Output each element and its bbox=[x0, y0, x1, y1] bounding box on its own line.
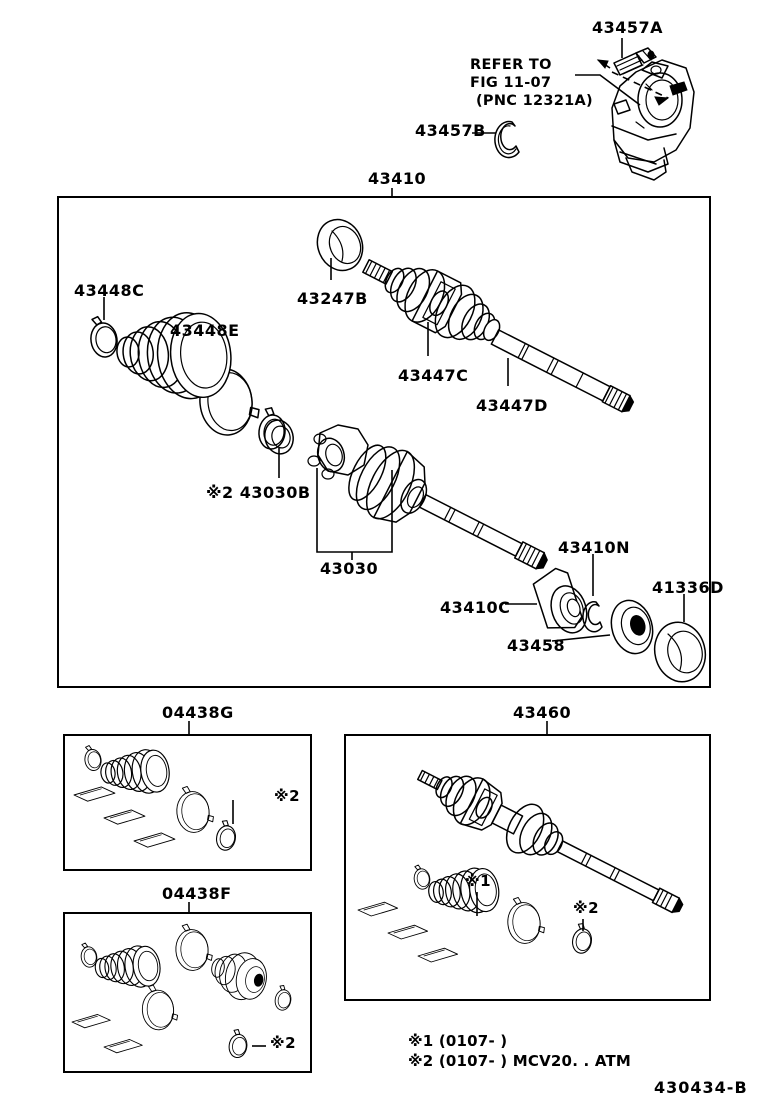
label-43448e: 43448E bbox=[170, 321, 240, 340]
mark-kit-43460-star2: ※2 bbox=[573, 899, 600, 917]
label-43410c: 43410C bbox=[440, 598, 511, 617]
kit-04438g-contents bbox=[73, 743, 239, 853]
kit-box-04438g-frame bbox=[63, 734, 312, 871]
label-43457b: 43457B bbox=[415, 121, 486, 140]
part-43448c-clamp bbox=[87, 297, 120, 360]
part-43457b-snap-ring bbox=[472, 120, 520, 159]
part-43410c-bearing bbox=[505, 567, 588, 634]
refer-to-line-1: REFER TO bbox=[470, 57, 552, 73]
label-43247b: 43247B bbox=[297, 289, 368, 308]
kit-04438f-contents bbox=[71, 922, 294, 1060]
part-inboard-boot-left bbox=[116, 312, 232, 400]
part-steering-knuckle-housing bbox=[611, 59, 695, 181]
mark-kit-43460-star1: ※1 bbox=[465, 872, 492, 890]
label-43447d: 43447D bbox=[476, 396, 548, 415]
label-kit-04438g: 04438G bbox=[162, 703, 234, 722]
label-main-box-43410: 43410 bbox=[368, 169, 427, 188]
part-43030b-ring bbox=[264, 419, 294, 478]
part-43457a-bolt bbox=[613, 38, 657, 76]
part-41336d-seal bbox=[653, 594, 707, 683]
label-kit-43460: 43460 bbox=[513, 703, 572, 722]
assembly-arrow-bolt bbox=[611, 71, 669, 99]
label-43457a: 43457A bbox=[592, 18, 664, 37]
refer-to-line-2: FIG 11-07 bbox=[470, 75, 552, 92]
footnote-star1: ※1 (0107- ) bbox=[408, 1032, 508, 1050]
part-43447c-outboard-joint bbox=[362, 259, 501, 356]
kit-box-43460-frame bbox=[344, 734, 711, 1001]
label-43410n: 43410N bbox=[558, 538, 631, 557]
label-41336d: 41336D bbox=[652, 578, 724, 597]
part-43447d-shaft bbox=[490, 329, 635, 413]
figure-code: 430434-B bbox=[654, 1078, 748, 1097]
part-43410n-snap-ring bbox=[582, 554, 603, 633]
label-43030b: ※2 43030B bbox=[206, 483, 311, 502]
label-kit-04438f: 04438F bbox=[162, 884, 232, 903]
label-43448c: 43448C bbox=[74, 281, 145, 300]
mark-kit-f-star2: ※2 bbox=[270, 1034, 297, 1052]
refer-to-note: REFER TO FIG 11-07 (PNC 12321A) bbox=[470, 56, 593, 110]
label-43447c: 43447C bbox=[398, 366, 469, 385]
refer-to-leader bbox=[575, 59, 641, 106]
footnote-star2: ※2 (0107- ) MCV20. . ATM bbox=[408, 1052, 632, 1071]
label-43030: 43030 bbox=[320, 559, 379, 578]
part-43458-oil-seal bbox=[551, 599, 654, 655]
kit-box-04438f-frame bbox=[63, 912, 312, 1073]
refer-to-line-3: (PNC 12321A) bbox=[476, 93, 593, 110]
footnotes-block: ※1 (0107- ) ※2 (0107- ) MCV20. . ATM bbox=[408, 1031, 631, 1072]
kit-43460-contents bbox=[357, 769, 684, 963]
part-43030-tripod-joint bbox=[307, 424, 548, 570]
part-43247b-seal bbox=[316, 218, 364, 280]
label-43458: 43458 bbox=[507, 636, 566, 655]
main-box-frame bbox=[57, 196, 711, 688]
part-clamp-small-mid bbox=[256, 406, 289, 452]
mark-kit-g-star2: ※2 bbox=[274, 787, 301, 805]
